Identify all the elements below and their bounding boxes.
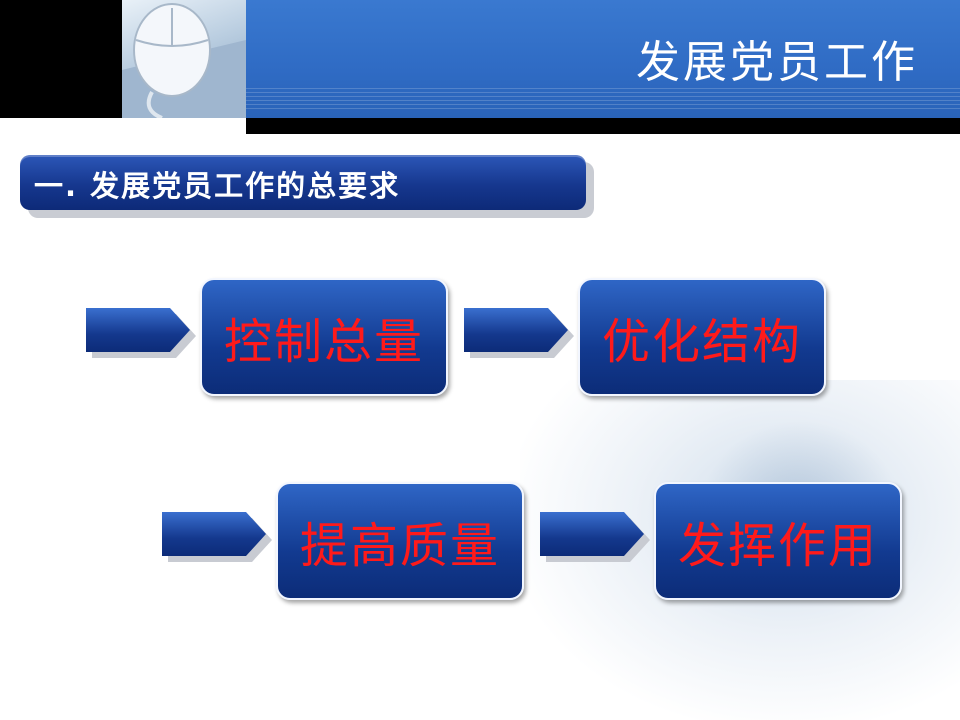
arrow-3-icon: [162, 510, 272, 568]
section-heading-bar: [20, 155, 586, 210]
arrow-1-icon: [86, 306, 196, 364]
requirement-label: 优化结构: [601, 314, 802, 370]
header-stripe: [246, 88, 960, 110]
header-band: [246, 0, 960, 118]
requirement-box-2: 优化结构: [578, 278, 826, 396]
arrow-4-icon: [540, 510, 650, 568]
requirement-label: 控制总量: [223, 314, 424, 370]
section-heading: 一. 发展党员工作的总要求: [34, 169, 401, 203]
requirement-box-3: 提高质量: [276, 482, 524, 600]
page-title: 发展党员工作: [636, 37, 918, 88]
computer-mouse-icon: [122, 3, 246, 118]
header-black-block: [0, 0, 122, 118]
mouse-image: [122, 0, 246, 118]
requirement-label: 提高质量: [299, 518, 500, 574]
requirement-label: 发挥作用: [677, 518, 878, 574]
header-bottom-bar: [246, 118, 960, 134]
requirement-box-4: 发挥作用: [654, 482, 902, 600]
requirement-box-1: 控制总量: [200, 278, 448, 396]
arrow-2-icon: [464, 306, 574, 364]
